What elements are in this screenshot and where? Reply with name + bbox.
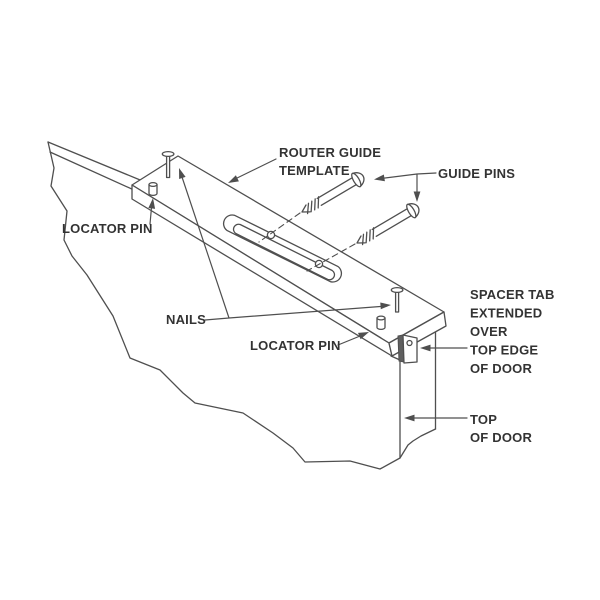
leader-locator-pin-left [148, 198, 156, 225]
arrowhead [374, 174, 385, 182]
leader-spacer-tab [420, 344, 468, 352]
arrowhead [228, 175, 239, 183]
screw-tip [356, 235, 366, 244]
leader-line [232, 158, 277, 181]
label-router-guide-template-line1: ROUTER GUIDE [279, 145, 381, 160]
pin-body [148, 183, 158, 197]
label-nails: NAILS [166, 312, 206, 327]
leader-line [376, 172, 437, 200]
door-top-front-edge [49, 151, 135, 191]
label-top-of-door-line1: TOP [470, 412, 497, 427]
locator-pin-right-part [376, 315, 386, 331]
leader-nails [179, 168, 391, 321]
arrowhead [179, 168, 186, 180]
screw-tip [301, 204, 311, 213]
spacer-tab-front [402, 334, 418, 364]
screw-shaft [371, 207, 414, 237]
nail-right [390, 286, 404, 313]
spacer-tab-hole [406, 339, 413, 347]
label-spacer-tab-line3: OVER [470, 324, 508, 339]
screw-threads [361, 227, 375, 246]
label-guide-pins: GUIDE PINS [438, 166, 515, 181]
leader-line [180, 173, 388, 321]
label-locator-pin-left: LOCATOR PIN [62, 221, 153, 236]
door-top-back-ridge [47, 141, 146, 183]
template-slot-outer [222, 214, 343, 283]
arrowhead [358, 332, 369, 340]
guide-pin-screw-upper [301, 172, 365, 215]
screw-head-underside [351, 172, 362, 188]
pin-top [148, 181, 158, 188]
pin-body [376, 317, 386, 331]
arrowhead [404, 414, 415, 422]
label-spacer-tab-line4: TOP EDGE [470, 343, 538, 358]
guide-pin-centerline-left [258, 212, 301, 243]
screw-shaft [316, 176, 359, 206]
door-torn-outline [47, 141, 437, 470]
arrowhead [420, 344, 431, 352]
nail-shaft [165, 154, 171, 179]
screw-head-underside [406, 203, 417, 219]
leader-top-of-door [404, 414, 468, 422]
guide-pin-centerline-right [306, 243, 356, 272]
arrowhead [148, 198, 156, 209]
label-spacer-tab-line2: EXTENDED [470, 306, 542, 321]
label-top-of-door-line2: OF DOOR [470, 430, 532, 445]
pilot-hole-left [266, 230, 276, 240]
door [47, 141, 437, 470]
leader-locator-pin-right [337, 332, 369, 346]
nail-head [161, 150, 175, 158]
leader-router-guide-template [228, 158, 277, 183]
nail-shaft [394, 290, 400, 313]
locator-pin-left-part [148, 181, 158, 197]
label-locator-pin-right: LOCATOR PIN [250, 338, 341, 353]
labels: ROUTER GUIDE TEMPLATE GUIDE PINS LOCATOR… [62, 145, 555, 445]
template-slot-inner [232, 223, 336, 281]
spacer-tab-part [397, 334, 418, 364]
label-spacer-tab-line1: SPACER TAB [470, 287, 555, 302]
arrowhead [413, 191, 421, 202]
nail-left [161, 150, 175, 179]
label-spacer-tab-line5: OF DOOR [470, 361, 532, 376]
label-router-guide-template-line2: TEMPLATE [279, 163, 350, 178]
arrowhead [380, 302, 391, 310]
leader-guide-pins [374, 172, 437, 202]
nail-head [390, 286, 404, 294]
router-guide-template [131, 155, 447, 357]
guide-pin-screw-lower [356, 203, 420, 246]
pin-top [376, 315, 386, 321]
screw-threads [306, 196, 320, 215]
